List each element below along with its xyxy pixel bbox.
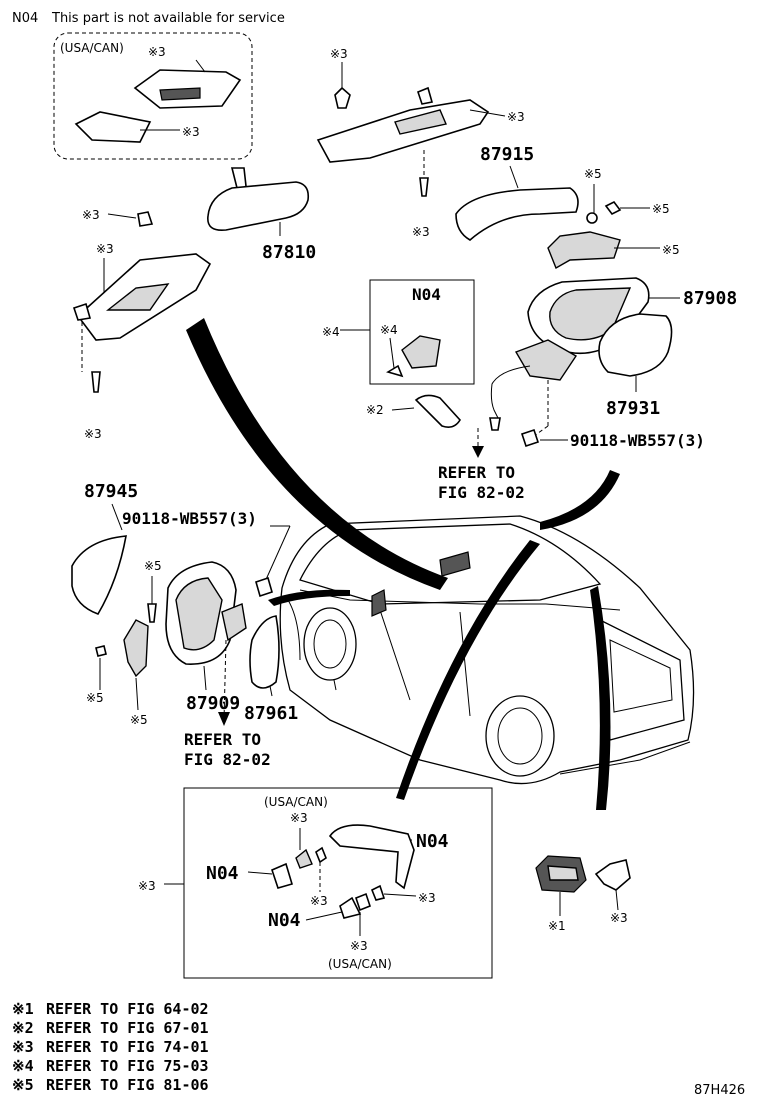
- label-bolt-right: 90118-WB557(3): [570, 431, 705, 450]
- vanity-mirror-r: [394, 109, 447, 135]
- outer-mirror-cover: [455, 187, 579, 241]
- refer-arrow-right: [472, 446, 484, 458]
- mark5-left-a: ※5: [144, 559, 162, 573]
- label-n04-cap: N04: [206, 863, 239, 884]
- label-bolt-left: 90118-WB557(3): [122, 509, 257, 528]
- mirror-bracket: [547, 231, 621, 270]
- visor-cover-detail: [159, 87, 201, 101]
- mirror-cover-left: [71, 535, 127, 615]
- vanity-mirror-l: [105, 283, 170, 311]
- mark1-label: ※1: [548, 919, 566, 933]
- legend-text-1: REFER TO FIG 64-02: [46, 1000, 209, 1018]
- assist-grip: [328, 824, 415, 890]
- legend-mark-3: ※3: [12, 1038, 34, 1056]
- mark3-visor-r-top: ※3: [330, 47, 348, 61]
- visor-clip-part: [74, 111, 152, 143]
- legend-mark-5: ※5: [12, 1076, 34, 1094]
- legend-mark-1: ※1: [12, 1000, 34, 1018]
- pointer-arc-mirror-l: [268, 589, 350, 606]
- legend-text-4: REFER TO FIG 75-03: [46, 1057, 209, 1075]
- mark5-left-b: ※5: [86, 691, 104, 705]
- assist-grip-box: [183, 787, 493, 979]
- mark5-screw-a: ※5: [584, 167, 602, 181]
- inner-rear-view-mirror: [207, 181, 310, 232]
- mark3-grip-box: ※3: [138, 879, 156, 893]
- mark5-left-c: ※5: [130, 713, 148, 727]
- label-87945: 87945: [84, 481, 138, 502]
- mark3-visor-l-mid: ※3: [96, 242, 114, 256]
- usa-can-label-top: (USA/CAN): [60, 41, 124, 55]
- label-87931: 87931: [606, 398, 660, 419]
- label-n04-box: N04: [412, 285, 441, 304]
- diagram-id: 87H426: [694, 1083, 745, 1098]
- mark5-bracket: ※5: [662, 243, 680, 257]
- usa-can-label-grip-top: (USA/CAN): [264, 795, 328, 809]
- label-87915: 87915: [480, 144, 534, 165]
- bolt-left: [255, 576, 273, 598]
- legend-text-5: REFER TO FIG 81-06: [46, 1076, 209, 1094]
- mark3-grip-right: ※3: [418, 891, 436, 905]
- visor-holder-r: [334, 86, 351, 109]
- usa-can-detail-box: [53, 32, 253, 160]
- pointer-arc-visor: [186, 318, 448, 590]
- n04-lamp-part: [401, 335, 441, 369]
- label-87908: 87908: [683, 288, 737, 309]
- label-87810: 87810: [262, 242, 316, 263]
- visor-screw-l: [91, 371, 101, 393]
- label-n04-bottom: N04: [268, 910, 301, 931]
- mark4-outer: ※4: [322, 325, 340, 339]
- mark3-visor-r-right: ※3: [507, 110, 525, 124]
- pointer-arc-mirror-r: [540, 470, 620, 530]
- mirror-glass: [598, 313, 673, 377]
- part-ref-2: [414, 394, 461, 428]
- mark2-label: ※2: [366, 403, 384, 417]
- clip-part: [594, 859, 631, 891]
- mark3-visor-r-bottom: ※3: [412, 225, 430, 239]
- label-87961: 87961: [244, 703, 298, 724]
- grip-cap-left: [271, 862, 293, 889]
- n04-detail-box: [369, 279, 475, 385]
- reference-legend: ※1 REFER TO FIG 64-02 ※2 REFER TO FIG 67…: [12, 1000, 209, 1094]
- mark4-inner: ※4: [380, 323, 398, 337]
- mirror-bracket-left: [123, 619, 149, 678]
- refer-right-line2: FIG 82-02: [438, 483, 525, 502]
- refer-arrow-left: [218, 712, 230, 726]
- mark5-screw-b: ※5: [652, 202, 670, 216]
- mark3-clip: ※3: [610, 911, 628, 925]
- mark3-visor-l-bottom: ※3: [84, 427, 102, 441]
- pointer-arc-grip: [396, 540, 540, 800]
- legend-mark-4: ※4: [12, 1057, 34, 1075]
- visor-screw-r: [419, 177, 429, 197]
- legend-text-3: REFER TO FIG 74-01: [46, 1038, 209, 1056]
- mark3-grip-bottom: ※3: [350, 939, 368, 953]
- pointer-arc-switch: [590, 586, 611, 810]
- mark3-box-b: ※3: [182, 125, 200, 139]
- mark3-grip-mid-l: ※3: [310, 894, 328, 908]
- label-87909: 87909: [186, 693, 240, 714]
- visor-holder-l: [137, 211, 154, 227]
- bolt-right: [520, 428, 540, 448]
- mirror-base: [514, 339, 577, 381]
- refer-left-line1: REFER TO: [184, 730, 261, 749]
- header-text: This part is not available for service: [51, 11, 285, 26]
- mirror-connector: [489, 417, 501, 431]
- refer-right-line1: REFER TO: [438, 463, 515, 482]
- mirror-glass-left: [249, 615, 280, 689]
- vehicle-body: [279, 515, 695, 785]
- mark3-visor-l-top: ※3: [82, 208, 100, 222]
- refer-left-line2: FIG 82-02: [184, 750, 271, 769]
- label-n04-grip: N04: [416, 831, 449, 852]
- usa-can-label-grip-bottom: (USA/CAN): [328, 957, 392, 971]
- mirror-motor-left: [175, 577, 223, 651]
- legend-text-2: REFER TO FIG 67-01: [46, 1019, 209, 1037]
- legend-mark-2: ※2: [12, 1019, 34, 1037]
- mark3-grip-top: ※3: [290, 811, 308, 825]
- header-code: N04: [12, 11, 38, 26]
- mark3-box-a: ※3: [148, 45, 166, 59]
